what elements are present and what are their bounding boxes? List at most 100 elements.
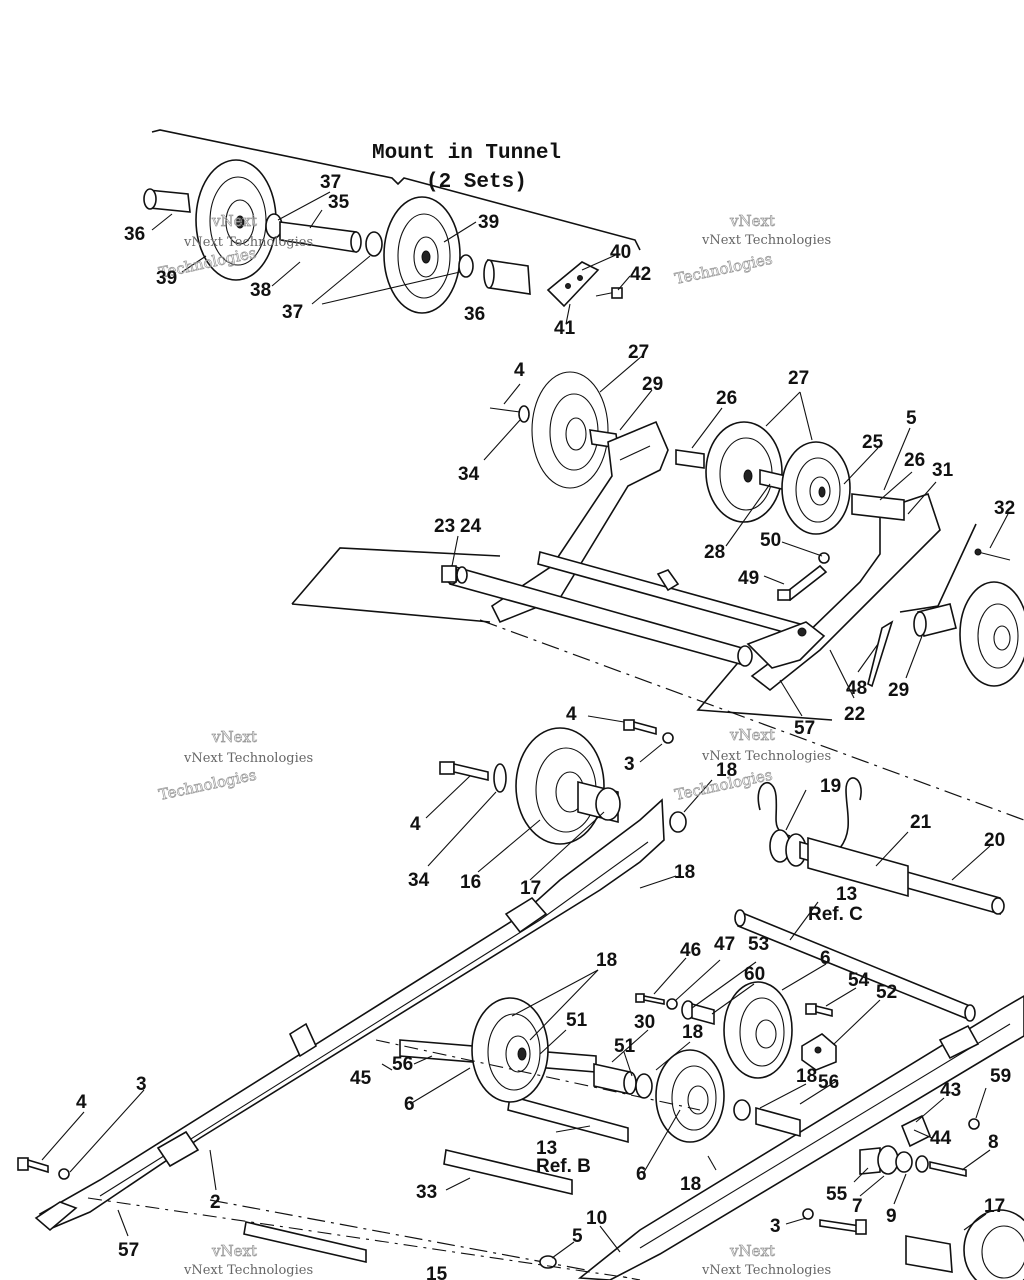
label-3: 3 [136, 1074, 147, 1095]
svg-text:vNext: vNext [729, 1242, 775, 1260]
label-18: 18 [596, 950, 617, 971]
label-52: 52 [876, 982, 897, 1003]
label-29: 29 [642, 374, 663, 395]
label-18: 18 [680, 1174, 701, 1195]
label-56: 56 [818, 1072, 839, 1093]
label-41: 41 [554, 318, 576, 339]
rear-arm-assembly [291, 355, 1024, 721]
label-4: 4 [514, 360, 525, 381]
label-34: 34 [408, 870, 430, 891]
label-56: 56 [392, 1054, 413, 1075]
label-13: 13 [536, 1138, 557, 1159]
label-53: 53 [748, 934, 769, 955]
label-22: 22 [844, 704, 865, 725]
tunnel-wheel-assembly [143, 159, 631, 325]
label-45: 45 [350, 1068, 372, 1089]
label-ref-b: Ref. B [536, 1156, 591, 1177]
label-18: 18 [682, 1022, 703, 1043]
label-20: 20 [984, 830, 1005, 851]
label-25: 25 [862, 432, 884, 453]
label-37: 37 [320, 172, 341, 193]
label-30: 30 [634, 1012, 655, 1033]
label-ref-c: Ref. C [808, 904, 863, 925]
label-36: 36 [124, 224, 145, 245]
label-4: 4 [410, 814, 421, 835]
watermark-6: vNext vNext Technologies [701, 1242, 831, 1278]
label-18: 18 [796, 1066, 817, 1087]
label-26: 26 [716, 388, 737, 409]
label-33: 33 [416, 1182, 437, 1203]
label-43: 43 [940, 1080, 961, 1101]
label-19: 19 [820, 776, 841, 797]
label-32: 32 [994, 498, 1015, 519]
label-4: 4 [76, 1092, 87, 1113]
label-57: 57 [118, 1240, 139, 1261]
label-47: 47 [714, 934, 735, 955]
label-23: 23 [434, 516, 455, 537]
label-5: 5 [906, 408, 917, 429]
label-46: 46 [680, 940, 701, 961]
svg-text:vNext Technologies: vNext Technologies [183, 1263, 313, 1278]
label-31: 31 [932, 460, 954, 481]
svg-text:vNext: vNext [729, 726, 775, 744]
label-17: 17 [520, 878, 541, 899]
svg-text:vNext Technologies: vNext Technologies [701, 1263, 831, 1278]
label-9: 9 [886, 1206, 897, 1227]
svg-text:vNext Technologies: vNext Technologies [183, 235, 313, 250]
svg-text:vNext Technologies: vNext Technologies [701, 233, 831, 248]
svg-text:Technologies: Technologies [673, 250, 774, 288]
svg-text:vNext: vNext [211, 728, 257, 746]
label-55: 55 [826, 1184, 848, 1205]
label-16: 16 [460, 872, 481, 893]
tunnel-bracket [151, 129, 641, 251]
label-10: 10 [586, 1208, 607, 1229]
label-42: 42 [630, 264, 651, 285]
watermark-3: vNext vNext Technologies Technologies [157, 728, 313, 805]
label-60: 60 [744, 964, 765, 985]
svg-text:vNext: vNext [729, 212, 775, 230]
label-3: 3 [770, 1216, 781, 1237]
watermark-5: vNext vNext Technologies [183, 1242, 313, 1278]
slide-rail-assembly [17, 715, 1024, 1280]
label-5: 5 [572, 1226, 583, 1247]
label-35: 35 [328, 192, 350, 213]
label-40: 40 [610, 242, 631, 263]
label-50: 50 [760, 530, 781, 551]
label-51: 51 [614, 1036, 636, 1057]
watermark-2: vNext vNext Technologies Technologies [673, 212, 831, 289]
label-21: 21 [910, 812, 932, 833]
label-59: 59 [990, 1066, 1011, 1087]
label-51: 51 [566, 1010, 588, 1031]
svg-text:vNext Technologies: vNext Technologies [183, 751, 313, 766]
label-6: 6 [820, 948, 831, 969]
label-29: 29 [888, 680, 909, 701]
centerline-2 [209, 1199, 641, 1280]
label-8: 8 [988, 1132, 999, 1153]
label-2: 2 [210, 1192, 221, 1213]
label-24: 24 [460, 516, 482, 537]
label-6: 6 [636, 1164, 647, 1185]
svg-text:vNext: vNext [211, 1242, 257, 1260]
label-6: 6 [404, 1094, 415, 1115]
svg-text:Technologies: Technologies [157, 766, 258, 804]
label-27: 27 [788, 368, 809, 389]
label-39: 39 [156, 268, 177, 289]
label-3: 3 [624, 754, 635, 775]
label-36: 36 [464, 304, 485, 325]
label-18: 18 [716, 760, 737, 781]
label-34: 34 [458, 464, 480, 485]
label-26: 26 [904, 450, 925, 471]
label-17: 17 [984, 1196, 1005, 1217]
label-39: 39 [478, 212, 499, 233]
label-57: 57 [794, 718, 815, 739]
svg-text:vNext: vNext [211, 212, 257, 230]
label-54: 54 [848, 970, 870, 991]
label-44: 44 [930, 1128, 952, 1149]
label-37: 37 [282, 302, 303, 323]
label-7: 7 [852, 1196, 863, 1217]
label-4: 4 [566, 704, 577, 725]
centerline-1 [479, 619, 1024, 821]
label-18: 18 [674, 862, 695, 883]
label-38: 38 [250, 280, 271, 301]
